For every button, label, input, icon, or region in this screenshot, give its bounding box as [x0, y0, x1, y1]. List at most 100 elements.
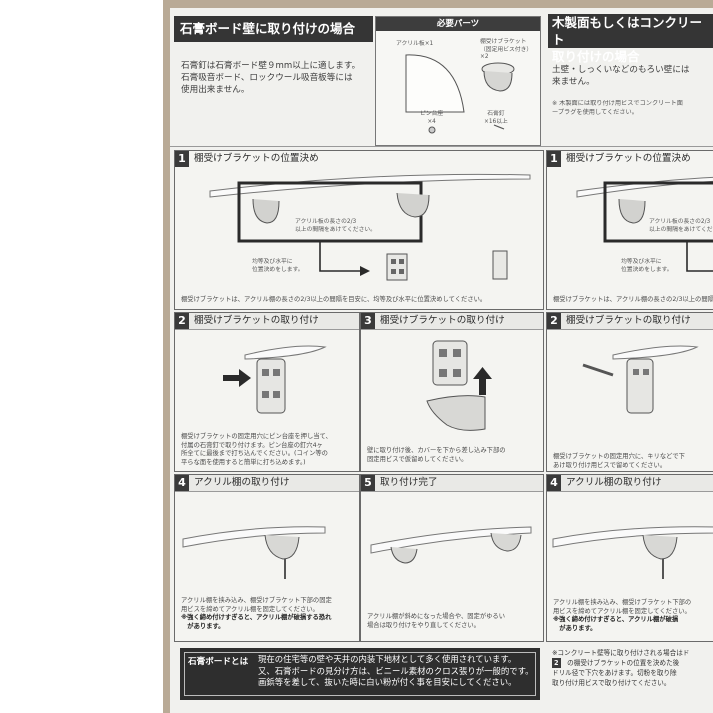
bracket-label: 棚受けブラケット （固定用ビス付き）×2	[480, 39, 540, 62]
bracket-left-icon	[390, 546, 418, 564]
bracket-left-icon	[252, 198, 280, 224]
note-text: 現在の住宅等の壁や天井の内装下地材として多く使用されています。 又、石膏ボードの…	[258, 654, 534, 689]
annotation-line: 以上の間隔をあけてください。	[295, 226, 376, 233]
bracket-cover-icon	[426, 395, 486, 431]
bracket-label-line: （固定用ビス付き）×2	[480, 46, 533, 61]
annotation-line: 位置決めをします。	[621, 266, 673, 273]
right-step-4-panel: 4 アクリル棚の取り付け アクリル棚を挟み込み、棚受けブラケット下部の 用ビスを…	[546, 474, 713, 642]
step-3-caption: 壁に取り付け後、カバーを下から差し込み下部の 固定用ビスで仮留めしてください。	[367, 447, 506, 464]
concrete-note-line: ドリル径で下穴をあけます。切粉を取り除	[552, 669, 677, 677]
right-step-4-number: 4	[547, 475, 561, 491]
bracket-body-icon	[483, 70, 513, 92]
right-note-line: ープラグを使用してください。	[552, 108, 638, 116]
pin-hole-icon	[262, 391, 269, 398]
right-section-header: 木製面もしくはコンクリート 取り付けの場合	[548, 14, 713, 64]
pin-hole-icon	[453, 369, 461, 377]
step-4-number: 4	[175, 475, 189, 491]
annotation-line: 均等及び水平に	[621, 259, 662, 265]
step-badge: 2	[552, 658, 561, 668]
pin-label: ピン台座 ×4	[420, 111, 443, 126]
bracket-left-icon	[618, 198, 646, 224]
right-step-2-title: 棚受けブラケットの取り付け	[566, 315, 691, 326]
pin-label-line: ×4	[427, 118, 436, 125]
bracket-body-icon	[626, 358, 654, 414]
step-2-title: 棚受けブラケットの取り付け	[194, 315, 319, 326]
caption-line: アクリル棚を挟み込み、棚受けブラケット下部の固定	[181, 597, 332, 604]
right-step-1-number: 1	[547, 151, 561, 167]
step-5-title-bar: 5 取り付け完了	[361, 475, 543, 492]
note-line: 現在の住宅等の壁や天井の内装下地材として多く使用されています。	[258, 654, 517, 664]
caption-line: あけ取り付け用ビスで留めてください。	[553, 461, 667, 469]
shelf-outline-icon	[576, 176, 713, 198]
caption-line: 平らな面を使用すると簡単に打ち込めます。)	[181, 458, 306, 466]
screw-icon	[582, 363, 614, 377]
right-step-4-title-bar: 4 アクリル棚の取り付け	[547, 475, 713, 492]
right-header-line: 木製面もしくはコンクリート	[552, 15, 703, 47]
bracket-icon	[264, 534, 300, 560]
right-intro-line: 土壁・しっくいなどのもろい壁には	[552, 65, 690, 75]
right-header-line: 取り付けの場合	[552, 49, 640, 64]
concrete-note-text: の棚受けブラケットの位置を決めた後	[560, 659, 680, 667]
highlight-frame	[603, 181, 713, 243]
step-2-illustration	[223, 345, 327, 414]
left-intro-line: 石膏吸音ボード、ロックウール吸音板等には	[181, 73, 353, 83]
pin-base-icon	[428, 126, 436, 134]
step-4-title-bar: 4 アクリル棚の取り付け	[175, 475, 359, 492]
left-intro-line: 石膏釘は石膏ボード壁９mm以上に適します。	[181, 61, 361, 71]
caption-line: 棚受けブラケットの固定用穴に、キリなどで下	[553, 453, 685, 460]
concrete-wall-note: ※コンクリート壁等に取り付けされる場合はド 2 の棚受けブラケットの位置を決めた…	[552, 648, 713, 688]
right-step-1-annotation-distance: アクリル板の長さの2/3 以上の間隔をあけてくだ	[649, 219, 713, 234]
right-step-2-panel: 2 棚受けブラケットの取り付け 棚受けブラケットの固定用穴に、キリなどで下 あけ…	[546, 312, 713, 472]
nail-label-line: ×16以上	[484, 118, 508, 125]
left-header-text: 石膏ボード壁に取り付けの場合	[180, 21, 356, 36]
step-2-number: 2	[175, 313, 189, 329]
caption-line: 壁に取り付け後、カバーを下から差し込み下部の	[367, 447, 506, 454]
shelf-edge-icon	[244, 345, 327, 360]
note-label: 石膏ボードとは	[188, 657, 249, 667]
annotation-line: 以上の間隔をあけてくだ	[649, 226, 713, 233]
pin-label-line: ピン台座	[420, 111, 444, 117]
warning-line: があります。	[553, 624, 597, 632]
annotation-line: 均等及び水平に	[252, 259, 293, 265]
right-note-line: ※ 木製面には取り付け用ビスでコンクリート面	[552, 100, 683, 107]
step-5-caption: アクリル棚が斜めになった場合や、固定がゆるい 場合は取り付けをやり直してください…	[367, 613, 505, 630]
step-5-title: 取り付け完了	[380, 477, 438, 488]
bracket-icon	[642, 534, 678, 560]
step-2-caption: 棚受けブラケットの固定用穴にピン台座を押し当て、 付属の石膏釘で取り付けます。ピ…	[181, 433, 332, 467]
step-1-annotation-distance: アクリル板の長さの2/3 以上の間隔をあけてください。	[295, 219, 376, 234]
annotation-line: アクリル板の長さの2/3	[649, 219, 711, 225]
caption-line: 所全てに最後まで打ち込んでください。(コイン等の	[181, 450, 328, 458]
right-step-2-illustration	[582, 345, 699, 414]
caption-line: 用ビスを締めてアクリル棚を固定してください。	[181, 605, 319, 613]
plaster-board-note: 石膏ボードとは 現在の住宅等の壁や天井の内装下地材として多く使用されています。 …	[180, 648, 540, 700]
caption-line: 固定用ビスで仮留めしてください。	[367, 455, 468, 463]
right-step-4-illustration	[552, 526, 713, 579]
plaster-nail-icon	[493, 124, 505, 130]
concrete-note-line: 取り付け用ビスで取り付けてください。	[552, 679, 671, 687]
step-3-number: 3	[361, 313, 375, 329]
left-intro-line: 使用出来ません。	[181, 85, 250, 95]
right-step-1-panel: 1 棚受けブラケットの位置決め アクリル板の長さの2/3 以上の間隔をあけてくだ…	[546, 150, 713, 310]
bracket-right-icon	[396, 192, 430, 218]
arrow-right-icon	[239, 369, 251, 387]
bracket-label-line: 棚受けブラケット	[480, 39, 527, 45]
annotation-line: 位置決めをします。	[252, 266, 304, 273]
caption-line: 場合は取り付けをやり直してください。	[367, 621, 480, 629]
bracket-front-icon	[386, 253, 408, 281]
acrylic-shelf-icon	[182, 526, 326, 548]
step-4-caption: アクリル棚を挟み込み、棚受けブラケット下部の固定 用ビスを締めてアクリル棚を固定…	[181, 597, 332, 631]
nail-label: 石膏釘 ×16以上	[484, 111, 508, 126]
right-step-1-illustration	[576, 176, 713, 272]
bracket-front-right-icon	[492, 250, 508, 280]
acrylic-plate-icon	[405, 54, 465, 113]
step-3-title-bar: 3 棚受けブラケットの取り付け	[361, 313, 543, 330]
pointer-line	[319, 241, 360, 272]
bracket-body-icon	[256, 358, 286, 414]
step-5-panel: 5 取り付け完了 アクリル棚が斜めになった場合や、固定がゆるい 場合は取り付けを…	[360, 474, 544, 642]
concrete-note-line: ※コンクリート壁等に取り付けされる場合はド	[552, 649, 690, 657]
step-1-caption: 棚受けブラケットは、アクリル棚の長さの2/3以上の間隔を目安に、均等及び水平に位…	[181, 296, 487, 303]
step-3-title: 棚受けブラケットの取り付け	[380, 315, 505, 326]
step-1-title: 棚受けブラケットの位置決め	[194, 153, 319, 164]
shelf-edge-icon	[612, 345, 699, 360]
step-5-number: 5	[361, 475, 375, 491]
